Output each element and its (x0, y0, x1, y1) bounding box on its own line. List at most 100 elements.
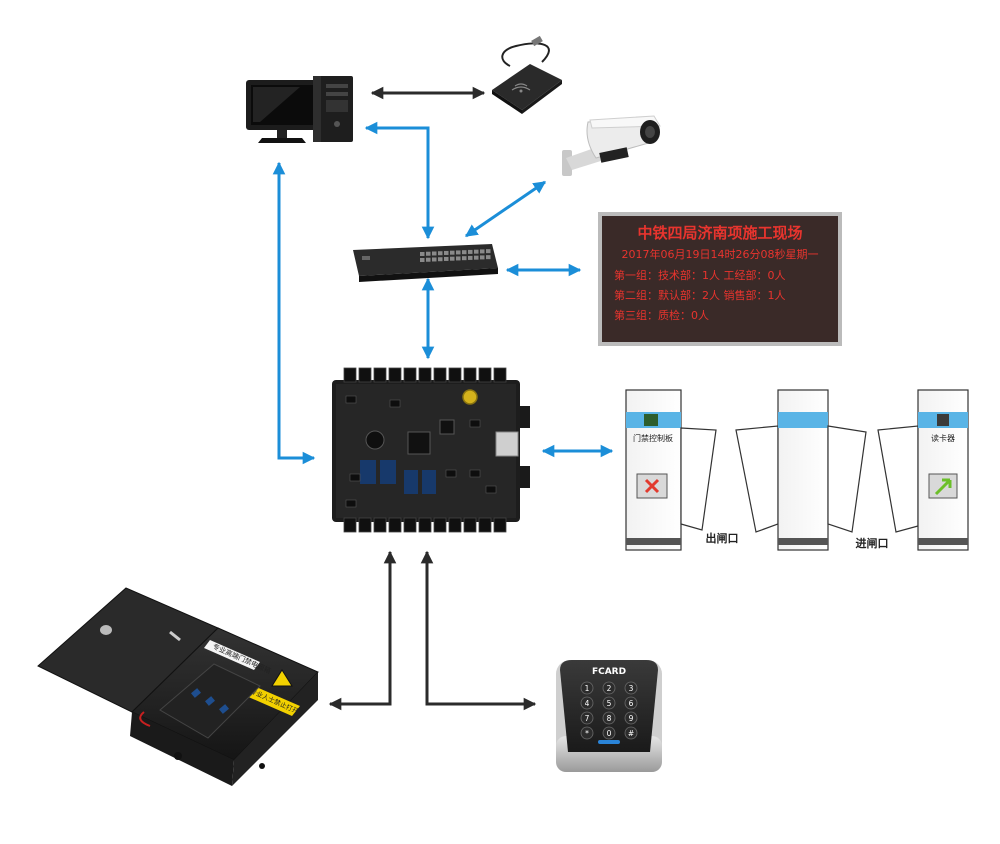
display-line-1: 第一组：技术部：1人 工经部：0人 (614, 268, 786, 282)
keypad-key-label: 4 (585, 699, 590, 708)
board-component (445, 469, 457, 478)
controller-board-label: 门禁控制板 (633, 433, 673, 443)
switch-port (450, 250, 455, 255)
terminal-block (433, 367, 447, 383)
keypad-key (624, 711, 638, 725)
terminal-block (433, 517, 447, 533)
keypad-key (580, 726, 594, 740)
terminal-block (373, 517, 387, 533)
terminal-block (448, 367, 462, 383)
switch-port (420, 258, 425, 262)
terminal-block (493, 517, 507, 533)
switch-port (420, 252, 425, 256)
pc-switch-link (364, 121, 435, 240)
terminal-block (463, 517, 477, 533)
exit-label: 出闸口 (706, 531, 739, 545)
switch-port (438, 251, 443, 256)
keypad-key (580, 711, 594, 725)
terminal-block (418, 517, 432, 533)
keypad-key (602, 681, 616, 695)
board-component (345, 499, 357, 508)
board-component (469, 419, 481, 428)
power-supply-box: 专业高端门禁电源箱 注意：非专业人士禁止打开 (37, 587, 319, 786)
camera-switch-link (464, 180, 547, 238)
keypad-key-label: 5 (607, 699, 612, 708)
switch-port (432, 251, 437, 256)
board-component (469, 469, 481, 478)
keypad-key-label: 6 (629, 699, 634, 708)
keypad-key-label: 0 (607, 729, 612, 738)
keypad-key-label: 3 (629, 684, 634, 693)
keypad-key (602, 726, 616, 740)
display-line-2: 第二组：默认部：2人 销售部：1人 (614, 288, 786, 302)
terminal-block (343, 517, 357, 533)
terminal-block (373, 367, 387, 383)
terminal-block (358, 517, 372, 533)
keypad-key-label: * (585, 729, 589, 738)
keypad-board-link (420, 550, 537, 711)
terminal-block (403, 367, 417, 383)
turnstile-group: 门禁控制板 读卡器 出闸口 进闸口 (625, 389, 969, 551)
led-display: 中铁四局济南项施工现场 2017年06月19日14时26分08秒星期一 第一组：… (598, 212, 842, 346)
terminal-block (388, 367, 402, 383)
switch-port (432, 257, 437, 262)
board-component (345, 395, 357, 404)
terminal-block (448, 517, 462, 533)
switch-port (438, 257, 443, 262)
keypad-key (624, 696, 638, 710)
keypad-key (602, 711, 616, 725)
terminal-block (358, 367, 372, 383)
switch-port (444, 250, 449, 255)
keypad-key (602, 696, 616, 710)
switch-port (456, 250, 461, 255)
pc-board-link (272, 161, 316, 465)
card-reader-icon (492, 35, 562, 114)
keypad-key (624, 726, 638, 740)
turnstile-pillar-middle (735, 389, 867, 551)
keypad-key (624, 681, 638, 695)
display-line-3: 第三组：质检：0人 (614, 308, 709, 322)
switch-port (468, 249, 473, 254)
reader-label: 读卡器 (931, 433, 955, 443)
switch-port (462, 250, 467, 255)
terminal-block (343, 367, 357, 383)
display-title: 中铁四局济南项施工现场 (637, 224, 802, 242)
terminal-block (478, 367, 492, 383)
board-component (389, 399, 401, 408)
turnstile-pillar-left: 门禁控制板 (625, 389, 717, 551)
computer-icon (246, 76, 353, 143)
entry-label: 进闸口 (856, 536, 889, 550)
camera-icon (562, 115, 661, 176)
board-component (485, 485, 497, 494)
board-component (349, 473, 361, 482)
terminal-block (463, 367, 477, 383)
switch-port (450, 256, 455, 261)
keypad-key-label: 8 (607, 714, 612, 723)
switch-port (480, 255, 485, 260)
terminal-block (478, 517, 492, 533)
keypad-key-label: 7 (585, 714, 590, 723)
switch-port (468, 255, 473, 260)
terminal-block (493, 367, 507, 383)
display-datetime: 2017年06月19日14时26分08秒星期一 (622, 247, 819, 261)
keypad-key (580, 681, 594, 695)
switch-port (462, 256, 467, 261)
keypad-key-label: 1 (585, 684, 590, 693)
switch-port (456, 256, 461, 261)
terminal-block (418, 367, 432, 383)
switch-port (426, 257, 431, 262)
access-control-board (332, 367, 530, 533)
keypad-brand: FCARD (592, 667, 626, 677)
switch-port (444, 256, 449, 261)
switch-port (474, 255, 479, 260)
turnstile-pillar-right: 读卡器 (877, 389, 969, 551)
keypad-key-label: # (628, 729, 634, 738)
switch-port (474, 249, 479, 254)
connectors (272, 86, 614, 711)
keypad-key (580, 696, 594, 710)
power-board-link (328, 550, 397, 711)
keypad-key-label: 9 (629, 714, 634, 723)
switch-port (426, 251, 431, 256)
